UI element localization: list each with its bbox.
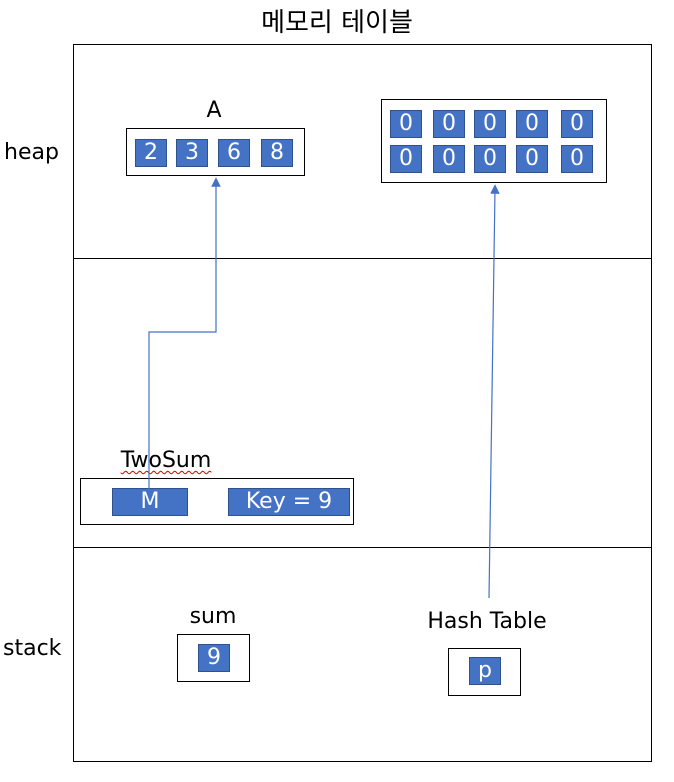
heap-divider [73, 258, 652, 259]
key-cell: Key = 9 [228, 488, 350, 516]
sum-box: 9 [177, 634, 250, 682]
sum-label: sum [189, 604, 237, 629]
diagram-title: 메모리 테이블 [261, 8, 413, 38]
twosum-label: TwoSum [110, 448, 222, 473]
hash-array-cell: 0 [390, 110, 422, 138]
hash-array-cell: 0 [516, 110, 548, 138]
memory-frame [73, 44, 652, 762]
p-cell: p [469, 657, 501, 685]
twosum-box: M Key = 9 [80, 478, 354, 525]
m-cell: M [112, 488, 188, 516]
heap-label: heap [4, 140, 59, 165]
array-a-cell: 2 [135, 139, 167, 167]
hash-array-cell: 0 [433, 145, 465, 173]
hash-array-cell: 0 [516, 145, 548, 173]
hash-table-box: p [448, 648, 521, 696]
hash-array-box: 0 0 0 0 0 0 0 0 0 0 [381, 99, 607, 183]
hash-table-label: Hash Table [427, 609, 547, 634]
array-a-cell: 6 [218, 139, 250, 167]
array-a-label: A [206, 98, 222, 123]
array-a-cell: 8 [261, 139, 293, 167]
array-a-box: 2 3 6 8 [126, 128, 305, 176]
array-a-cell: 3 [176, 139, 208, 167]
hash-array-cell: 0 [474, 110, 506, 138]
stack-divider [73, 547, 652, 548]
hash-array-cell: 0 [474, 145, 506, 173]
twosum-label-text: TwoSum [120, 448, 212, 473]
hash-array-cell: 0 [390, 145, 422, 173]
hash-array-cell: 0 [561, 110, 593, 138]
sum-cell: 9 [198, 644, 230, 672]
hash-array-cell: 0 [433, 110, 465, 138]
hash-array-cell: 0 [561, 145, 593, 173]
stack-label: stack [3, 636, 62, 661]
m-to-array-a-arrow [148, 177, 221, 489]
p-to-hash-array-arrow [488, 184, 500, 599]
